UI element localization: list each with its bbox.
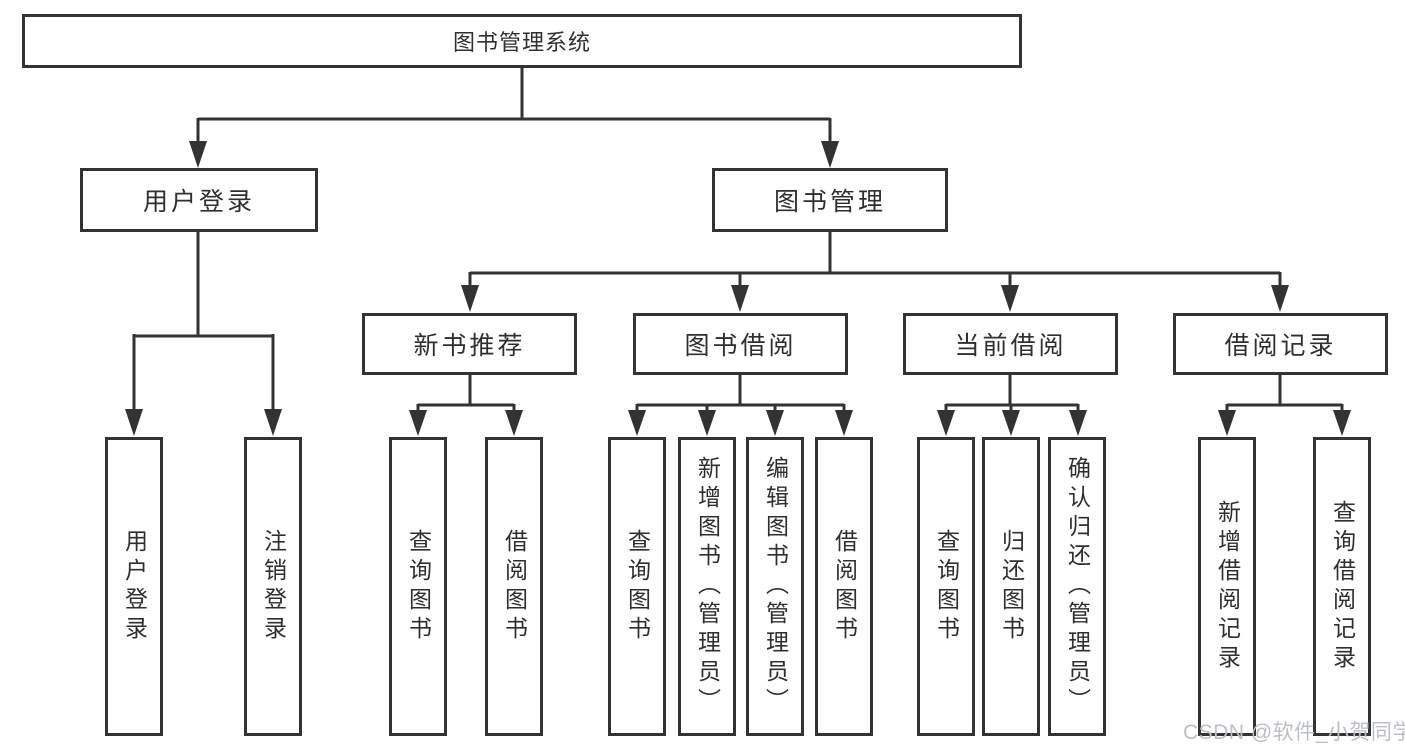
leaf-logout: 注销登录	[244, 437, 302, 736]
node-current-borrow: 当前借阅	[903, 313, 1118, 375]
leaf-add-borrow-record: 新增借阅记录	[1198, 437, 1256, 736]
arrow-down-icon	[1218, 410, 1236, 436]
connector-user-login-to-leaves	[132, 232, 275, 410]
leaf-return-books: 归还图书	[982, 437, 1040, 736]
connector-new-book-to-leaves	[416, 375, 516, 411]
arrow-down-icon	[821, 141, 839, 168]
arrow-down-icon	[937, 410, 955, 436]
node-root-system: 图书管理系统	[22, 14, 1022, 68]
connector-current-borrow-to-leaves	[944, 375, 1080, 411]
leaf-newbook-borrow-books: 借阅图书	[485, 437, 543, 736]
arrow-down-icon	[264, 409, 282, 436]
leaf-newbook-query-books-label: 查询图书	[405, 528, 432, 645]
leaf-edit-books-admin: 编辑图书（管理员）	[746, 437, 804, 736]
leaf-borrow-books-label: 借阅图书	[831, 528, 858, 645]
leaf-query-borrow-record-label: 查询借阅记录	[1329, 499, 1356, 674]
connector-root-to-level1	[196, 68, 832, 142]
connector-book-borrow-to-leaves	[635, 375, 846, 411]
leaf-add-books-admin: 新增图书（管理员）	[678, 437, 736, 736]
arrow-down-icon	[409, 410, 427, 436]
leaf-edit-books-admin-label: 编辑图书（管理员）	[762, 456, 789, 717]
leaf-add-books-admin-label: 新增图书（管理员）	[694, 456, 721, 717]
arrow-down-icon	[1333, 410, 1351, 436]
arrow-down-icon	[505, 410, 523, 436]
node-book-borrow-label: 图书借阅	[684, 332, 797, 360]
node-new-book-recommend: 新书推荐	[362, 313, 577, 375]
arrow-down-icon	[731, 285, 749, 312]
connector-borrow-record-to-leaves	[1225, 375, 1344, 411]
arrow-down-icon	[835, 410, 853, 436]
node-root-label: 图书管理系统	[452, 30, 591, 55]
arrow-down-icon	[125, 409, 143, 436]
leaf-newbook-borrow-books-label: 借阅图书	[501, 528, 528, 645]
node-borrow-record-label: 借阅记录	[1224, 332, 1337, 360]
leaf-confirm-return-admin: 确认归还（管理员）	[1048, 437, 1106, 736]
leaf-current-query-books-label: 查询图书	[933, 528, 960, 645]
leaf-borrow-query-books: 查询图书	[608, 437, 666, 736]
arrow-down-icon	[1002, 410, 1020, 436]
connector-book-management-to-level2	[468, 232, 1282, 287]
leaf-query-borrow-record: 查询借阅记录	[1313, 437, 1371, 736]
leaf-return-books-label: 归还图书	[998, 528, 1025, 645]
leaf-current-query-books: 查询图书	[917, 437, 975, 736]
csdn-watermark: CSDN @软件_小贺同学	[1183, 721, 1405, 744]
arrow-down-icon	[461, 285, 479, 312]
leaf-user-login: 用户登录	[105, 437, 163, 736]
node-new-book-recommend-label: 新书推荐	[413, 332, 526, 360]
connector-lines	[132, 68, 1344, 411]
node-book-management: 图书管理	[712, 168, 948, 232]
node-book-borrow: 图书借阅	[633, 313, 848, 375]
arrow-down-icon	[698, 410, 716, 436]
node-current-borrow-label: 当前借阅	[954, 332, 1067, 360]
leaf-logout-label: 注销登录	[260, 528, 287, 645]
node-book-management-label: 图书管理	[773, 188, 886, 216]
leaf-confirm-return-admin-label: 确认归还（管理员）	[1064, 456, 1091, 717]
node-user-login: 用户登录	[80, 168, 318, 232]
arrowheads	[125, 141, 1351, 436]
node-user-login-label: 用户登录	[142, 188, 255, 216]
arrow-down-icon	[189, 141, 207, 168]
leaf-newbook-query-books: 查询图书	[389, 437, 447, 736]
leaf-borrow-books: 借阅图书	[815, 437, 873, 736]
leaf-user-login-label: 用户登录	[121, 528, 148, 645]
arrow-down-icon	[1271, 285, 1289, 312]
arrow-down-icon	[766, 410, 784, 436]
arrow-down-icon	[1001, 285, 1019, 312]
node-borrow-record: 借阅记录	[1173, 313, 1388, 375]
arrow-down-icon	[1069, 410, 1087, 436]
leaf-add-borrow-record-label: 新增借阅记录	[1214, 499, 1241, 674]
leaf-borrow-query-books-label: 查询图书	[624, 528, 651, 645]
arrow-down-icon	[628, 410, 646, 436]
